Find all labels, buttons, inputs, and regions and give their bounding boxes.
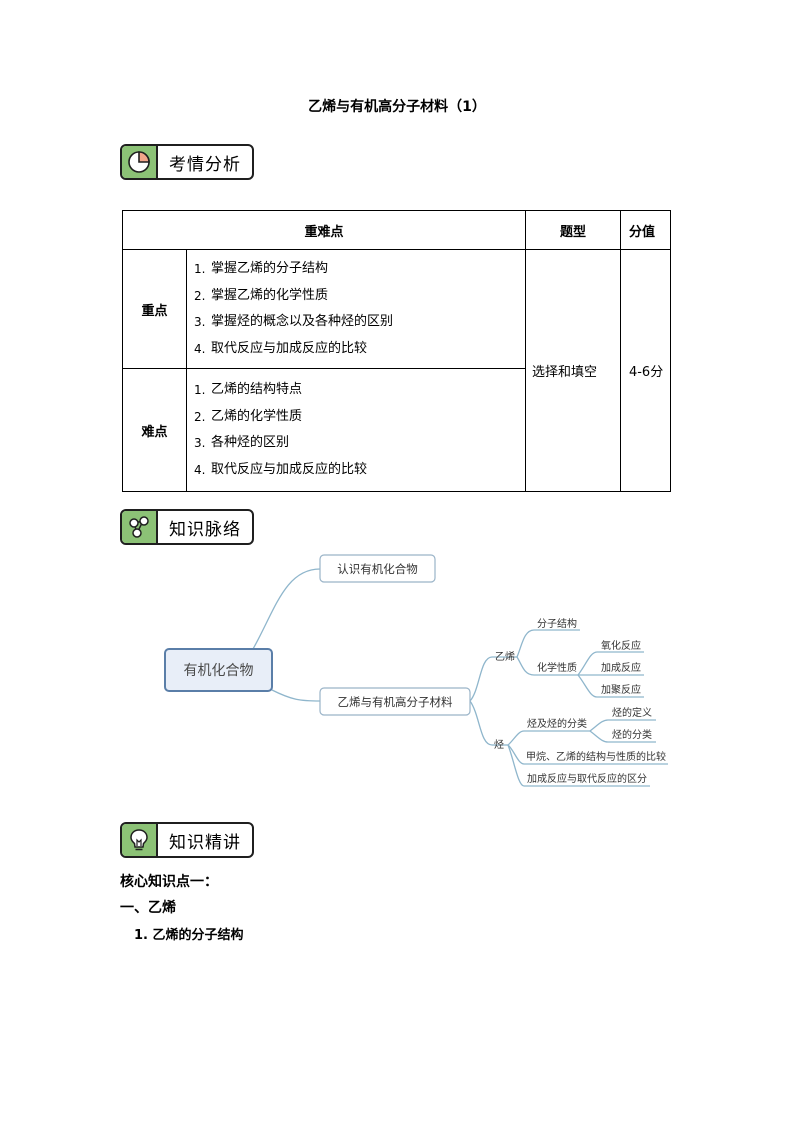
- section-header-analysis: 考情分析: [120, 144, 254, 180]
- node-comparison: 甲烷、乙烯的结构与性质的比较: [526, 750, 666, 763]
- difficult-points-cell: 乙烯的结构特点 乙烯的化学性质 各种烃的区别 取代反应与加成反应的比较: [186, 368, 526, 492]
- node-ethylene: 乙烯: [495, 650, 515, 663]
- list-item: 各种烃的区别: [194, 430, 290, 456]
- table-row-difficult: 难点 乙烯的结构特点 乙烯的化学性质 各种烃的区别 取代反应与加成反应的比较: [122, 368, 671, 492]
- key-points-cell: 掌握乙烯的分子结构 掌握乙烯的化学性质 掌握烃的概念以及各种烃的区别 取代反应与…: [186, 249, 526, 369]
- header-key-points: 重难点: [122, 210, 526, 250]
- list-item: 掌握烃的概念以及各种烃的区别: [194, 309, 394, 335]
- list-item: 取代反应与加成反应的比较: [194, 336, 368, 362]
- node-hydrocarbon: 烃: [494, 738, 504, 751]
- score-cell: 4-6分: [619, 249, 672, 492]
- list-item: 取代反应与加成反应的比较: [194, 457, 368, 483]
- key-points-list: 掌握乙烯的分子结构 掌握乙烯的化学性质 掌握烃的概念以及各种烃的区别 取代反应与…: [187, 250, 525, 368]
- node-hc-classification: 烃及烃的分类: [527, 717, 587, 730]
- branch-node-recognize-label: 认识有机化合物: [337, 562, 418, 576]
- root-node-label: 有机化合物: [184, 663, 254, 679]
- list-item: 掌握乙烯的分子结构: [194, 256, 329, 282]
- root-node: [164, 648, 273, 692]
- header-score: 分值: [619, 210, 672, 250]
- ethylene-heading: 一、乙烯: [120, 900, 176, 916]
- lightbulb-icon: [122, 824, 158, 856]
- branch-node-recognize: [319, 554, 436, 583]
- difficult-points-list: 乙烯的结构特点 乙烯的化学性质 各种烃的区别 取代反应与加成反应的比较: [187, 371, 525, 489]
- section-title-analysis: 考情分析: [169, 154, 241, 175]
- node-hc-types: 烃的分类: [612, 728, 652, 741]
- node-molecular-structure: 分子结构: [537, 617, 577, 630]
- node-addition: 加成反应: [601, 661, 641, 674]
- node-reaction-diff: 加成反应与取代反应的区分: [527, 772, 647, 785]
- table-header-row: 重难点 题型 分值: [122, 210, 672, 250]
- node-chemical-properties: 化学性质: [537, 661, 577, 674]
- analysis-table: 重难点 题型 分值 重点 掌握乙烯的分子结构 掌握乙烯的化学性质 掌握烃的概念以…: [122, 210, 672, 492]
- section-header-context: 知识脉络: [120, 509, 254, 545]
- branch-node-ethylene-materials: [319, 687, 471, 716]
- list-item: 掌握乙烯的化学性质: [194, 283, 329, 309]
- question-type-cell: 选择和填空: [524, 249, 621, 492]
- node-hc-definition: 烃的定义: [612, 706, 652, 719]
- table-row-key: 重点 掌握乙烯的分子结构 掌握乙烯的化学性质 掌握烃的概念以及各种烃的区别 取代…: [122, 249, 672, 492]
- molecular-structure-heading: 1. 乙烯的分子结构: [134, 928, 244, 943]
- section-title-context: 知识脉络: [169, 519, 241, 540]
- core-point-heading: 核心知识点一：: [120, 874, 218, 890]
- list-item: 乙烯的结构特点: [194, 377, 303, 403]
- document-title: 乙烯与有机高分子材料（1）: [308, 99, 486, 115]
- section-title-lecture: 知识精讲: [169, 832, 241, 853]
- node-polymerization: 加聚反应: [601, 683, 641, 696]
- pie-chart-icon: [122, 146, 158, 178]
- difficult-label: 难点: [122, 368, 187, 492]
- mind-map: 有机化合物 认识有机化合物 乙烯与有机高分子材料 乙烯 分子结构 化学性质 氧化…: [164, 554, 668, 787]
- list-item: 乙烯的化学性质: [194, 404, 303, 430]
- key-label: 重点: [122, 249, 187, 369]
- node-oxidation: 氧化反应: [601, 639, 641, 652]
- network-icon: [122, 511, 158, 543]
- branch-node-ethylene-materials-label: 乙烯与有机高分子材料: [338, 695, 453, 709]
- section-header-lecture: 知识精讲: [120, 822, 254, 858]
